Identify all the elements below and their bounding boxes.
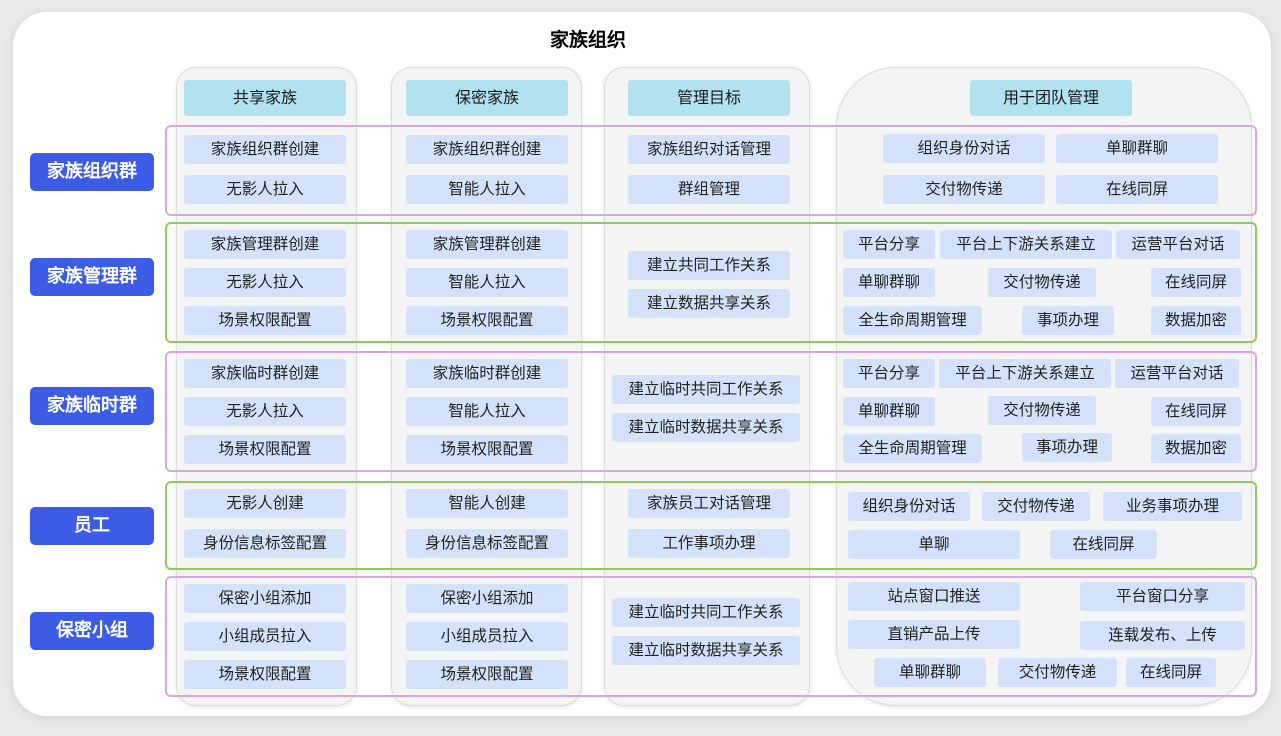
tag-share: 小组成员拉入 — [184, 622, 346, 651]
tag-team: 交付物传递 — [883, 175, 1045, 204]
row-label-org-group: 家族组织群 — [30, 153, 154, 191]
tag-secret: 场景权限配置 — [406, 660, 568, 689]
row-label-mgmt-group: 家族管理群 — [30, 258, 154, 296]
row-box-staff — [165, 481, 1257, 570]
tag-team: 单聊群聊 — [843, 268, 935, 297]
row-box-secret-team — [165, 576, 1257, 697]
tag-share: 无影人拉入 — [184, 175, 346, 204]
tag-team: 运营平台对话 — [1115, 359, 1239, 388]
tag-goal: 建立临时数据共享关系 — [612, 413, 800, 442]
tag-goal: 建立临时共同工作关系 — [612, 598, 800, 627]
tag-team: 单聊群聊 — [874, 658, 986, 687]
column-header-secret: 保密家族 — [406, 80, 568, 116]
tag-team: 单聊群聊 — [1056, 134, 1218, 163]
tag-share: 无影人拉入 — [184, 268, 346, 297]
tag-team: 在线同屏 — [1151, 397, 1241, 426]
tag-team: 运营平台对话 — [1116, 230, 1240, 259]
tag-team: 平台上下游关系建立 — [940, 230, 1112, 259]
tag-goal: 家族员工对话管理 — [628, 489, 790, 518]
tag-secret: 身份信息标签配置 — [406, 529, 568, 558]
tag-goal: 建立临时共同工作关系 — [612, 375, 800, 404]
tag-share: 家族管理群创建 — [184, 230, 346, 259]
tag-team: 交付物传递 — [988, 396, 1096, 425]
tag-team: 全生命周期管理 — [843, 434, 982, 463]
tag-goal: 建立共同工作关系 — [628, 251, 790, 280]
tag-secret: 小组成员拉入 — [406, 622, 568, 651]
tag-team: 平台分享 — [843, 230, 935, 259]
tag-team: 直销产品上传 — [848, 620, 1020, 649]
row-label-staff: 员工 — [30, 507, 154, 545]
tag-team: 事项办理 — [1022, 306, 1114, 335]
tag-team: 在线同屏 — [1050, 530, 1157, 559]
tag-share: 家族组织群创建 — [184, 135, 346, 164]
tag-goal: 建立数据共享关系 — [628, 289, 790, 318]
tag-team: 交付物传递 — [998, 658, 1117, 687]
row-box-mgmt-group — [165, 222, 1257, 343]
tag-secret: 家族管理群创建 — [406, 230, 568, 259]
tag-share: 无影人创建 — [184, 489, 346, 518]
tag-team: 交付物传递 — [988, 268, 1096, 297]
row-label-temp-group: 家族临时群 — [30, 387, 154, 425]
column-header-share: 共享家族 — [184, 80, 346, 116]
tag-team: 在线同屏 — [1056, 175, 1218, 204]
tag-team: 数据加密 — [1151, 434, 1241, 463]
tag-team: 组织身份对话 — [883, 134, 1045, 163]
tag-secret: 保密小组添加 — [406, 584, 568, 613]
tag-goal: 工作事项办理 — [628, 529, 790, 558]
tag-team: 单聊群聊 — [843, 397, 935, 426]
tag-team: 单聊 — [848, 530, 1020, 559]
tag-team: 组织身份对话 — [848, 492, 970, 521]
tag-share: 场景权限配置 — [184, 435, 346, 464]
tag-secret: 场景权限配置 — [406, 306, 568, 335]
tag-secret: 智能人创建 — [406, 489, 568, 518]
tag-secret: 家族组织群创建 — [406, 135, 568, 164]
tag-team: 连载发布、上传 — [1080, 621, 1245, 650]
row-box-org-group — [165, 125, 1257, 216]
tag-secret: 智能人拉入 — [406, 397, 568, 426]
row-label-secret-team: 保密小组 — [30, 612, 154, 650]
tag-goal: 建立临时数据共享关系 — [612, 636, 800, 665]
tag-team: 平台上下游关系建立 — [939, 359, 1111, 388]
row-box-temp-group — [165, 351, 1257, 472]
tag-share: 家族临时群创建 — [184, 359, 346, 388]
tag-team: 在线同屏 — [1151, 268, 1241, 297]
tag-share: 场景权限配置 — [184, 306, 346, 335]
tag-secret: 场景权限配置 — [406, 435, 568, 464]
tag-team: 全生命周期管理 — [843, 306, 982, 335]
tag-share: 保密小组添加 — [184, 584, 346, 613]
tag-team: 站点窗口推送 — [848, 582, 1020, 611]
tag-team: 交付物传递 — [982, 492, 1090, 521]
tag-secret: 家族临时群创建 — [406, 359, 568, 388]
column-header-goal: 管理目标 — [628, 80, 790, 116]
tag-team: 平台分享 — [843, 359, 935, 388]
column-header-team: 用于团队管理 — [970, 80, 1132, 116]
tag-share: 场景权限配置 — [184, 660, 346, 689]
tag-secret: 智能人拉入 — [406, 175, 568, 204]
tag-secret: 智能人拉入 — [406, 268, 568, 297]
tag-team: 事项办理 — [1022, 433, 1112, 462]
tag-share: 无影人拉入 — [184, 397, 346, 426]
tag-goal: 家族组织对话管理 — [628, 135, 790, 164]
tag-team: 平台窗口分享 — [1080, 582, 1245, 611]
tag-share: 身份信息标签配置 — [184, 529, 346, 558]
tag-goal: 群组管理 — [628, 175, 790, 204]
diagram-title: 家族组织 — [549, 29, 626, 51]
tag-team: 在线同屏 — [1126, 658, 1216, 687]
tag-team: 业务事项办理 — [1103, 492, 1242, 521]
tag-team: 数据加密 — [1151, 306, 1241, 335]
